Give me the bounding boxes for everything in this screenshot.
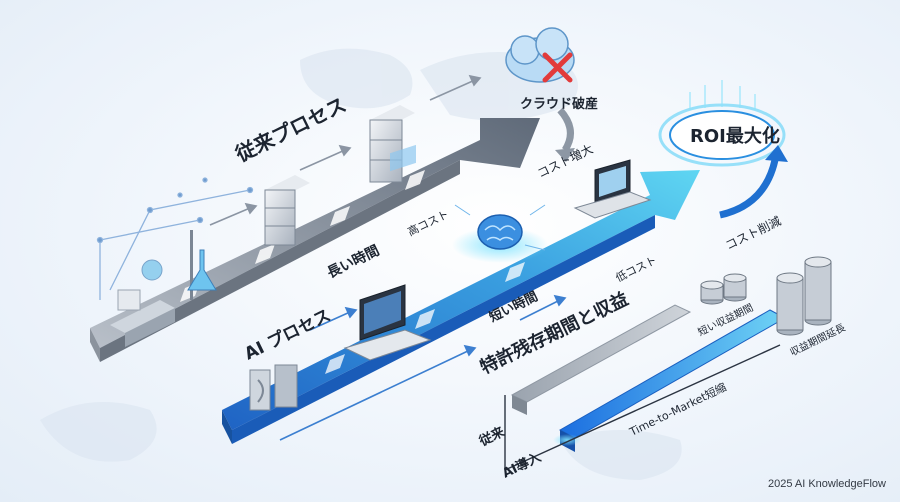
long-time-label: 長い時間: [324, 242, 382, 282]
server-icon: [264, 175, 310, 246]
cloud-failure-label: クラウド破産: [520, 96, 598, 112]
ai-adoption-label: AI導入: [500, 449, 544, 481]
brain-icon: [452, 204, 548, 263]
coin-stack-icon: [700, 273, 747, 305]
ai-process-label: AI プロセス: [241, 305, 334, 365]
data-stack-icon: [249, 364, 298, 411]
laptop-icon: [343, 144, 432, 361]
patent-bar-traditional: [510, 304, 692, 415]
traditional-label: 従来: [476, 423, 508, 450]
lab-flask-icon: [110, 230, 217, 347]
high-cost-label: 高コスト: [405, 207, 451, 239]
error-x-icon: [542, 52, 573, 83]
roi-badge: [658, 80, 786, 167]
roi-max-label: ROI最大化: [690, 125, 780, 147]
credit-text: 2025 AI KnowledgeFlow: [767, 478, 886, 490]
cost-reduction-arrow: [719, 145, 788, 219]
patent-bar-ai: [553, 309, 787, 452]
cost-reduction-label: コスト削減: [723, 213, 784, 253]
blue-flow-arrows: [279, 294, 567, 441]
laptop-icon: [573, 159, 652, 219]
ai-process-arrow: [222, 170, 700, 444]
axis-lines: [504, 344, 781, 471]
gray-flow-arrows: [209, 74, 482, 226]
low-cost-label: 低コスト: [614, 254, 659, 285]
coin-stack-icon: [776, 256, 832, 336]
down-curve-arrow: [555, 107, 575, 162]
circuit-lines: [96, 177, 254, 300]
